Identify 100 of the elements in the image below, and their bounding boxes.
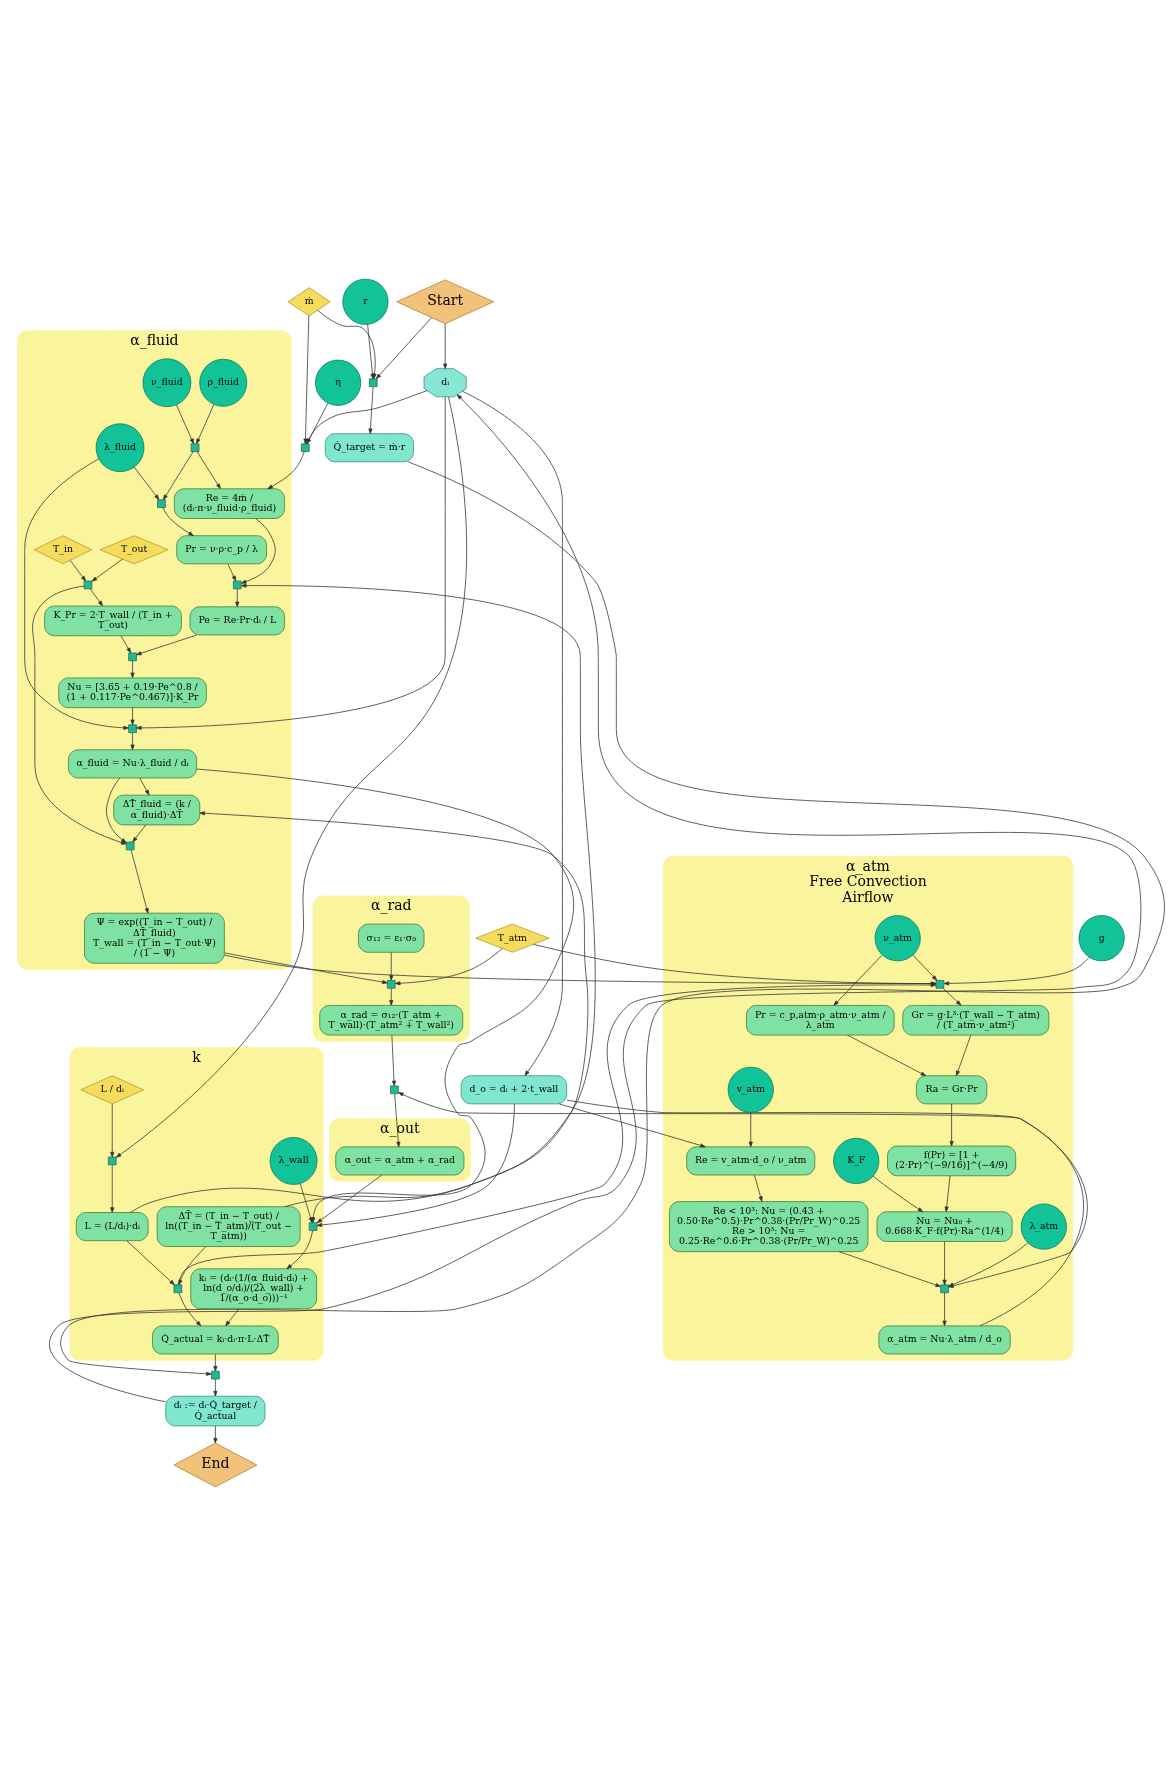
node-box: [232, 580, 242, 589]
arrow: [389, 951, 394, 981]
arrow: [126, 1239, 175, 1285]
node-diamond: End: [173, 1442, 258, 1487]
arrow: [196, 403, 215, 444]
node-box: [128, 723, 137, 733]
node-box: [107, 1156, 117, 1165]
node-diamond: L / dᵢ: [80, 1074, 144, 1104]
arrow: [912, 954, 938, 981]
node-circle: v_atm: [727, 1066, 774, 1113]
node-box: L = (L/dᵢ)·dᵢ: [75, 1211, 149, 1241]
node-diamond: T_out: [99, 534, 169, 564]
node-box: Gr = g·L³·(T_wall − T_atm) / (T_atm·ν_atm²): [902, 1004, 1050, 1035]
arrow: [368, 386, 374, 434]
node-box: Q̇_actual = kᵢ·dᵢ·π·L·ΔT̄: [152, 1325, 279, 1354]
arrow: [398, 1091, 1084, 1326]
arrow: [558, 1103, 706, 1147]
arrow: [872, 1175, 924, 1212]
arrow: [91, 558, 123, 582]
node-circle: ν_fluid: [142, 357, 192, 407]
node-box: Pe = Re·Pr·dᵢ / L: [189, 605, 285, 635]
arrow: [956, 1034, 972, 1076]
node-box: Nu = Nu₀ + 0.668·K_F·f(Pr)·Ra^(1/4): [876, 1210, 1013, 1242]
arrow: [303, 314, 310, 444]
arrow: [132, 824, 147, 842]
arrow: [394, 1093, 401, 1147]
node-box: [173, 1283, 183, 1293]
arrow: [130, 849, 149, 914]
arrow: [443, 322, 448, 369]
node-box: f(Pr) = [1 + (2·Pr)^(−9/16)]^(−4/9): [887, 1145, 1017, 1176]
node-box: ΔT̄_fluid = (k / α_fluid)·ΔT̄: [113, 794, 201, 825]
arrow: [943, 956, 1090, 985]
node-box: [190, 442, 200, 452]
node-circle: λ_fluid: [95, 422, 145, 472]
arrow: [462, 390, 563, 1076]
arrow: [395, 947, 503, 985]
node-diamond: Start: [396, 279, 494, 324]
node-box: Re < 10³: Nu = (0.43 + 0.50·Re^0.5)·Pr^0.38·(Pr/Pr_W)^0.25 Re > 10³: Nu = 0.25·Re^0.6·Pr^0.38·(Pr/Pr_W)^0.25: [669, 1200, 869, 1252]
node-box: [368, 377, 378, 387]
arrow: [949, 1103, 954, 1146]
arrow: [133, 466, 160, 500]
arrow: [754, 1174, 763, 1202]
arrow: [225, 1307, 240, 1326]
arrow: [24, 458, 129, 730]
arrow: [136, 634, 198, 655]
node-box: α_atm = Nu·λ_atm / d_o: [878, 1325, 1011, 1354]
node-box: σ₁₂ = ε₁·σ₀: [358, 923, 425, 953]
node-box: [125, 841, 135, 850]
node-circle: g: [1078, 914, 1125, 961]
arrow: [375, 317, 432, 379]
arrow: [162, 506, 194, 536]
arrow: [299, 1182, 313, 1223]
node-box: [940, 1283, 949, 1293]
arrow: [110, 1103, 115, 1157]
arrow: [838, 1250, 941, 1287]
arrow: [833, 954, 883, 1006]
node-box: Pr = c_p,atm·ρ_atm·ν_atm / λ_atm: [746, 1004, 895, 1035]
arrow: [316, 1103, 515, 1227]
arrow: [199, 810, 589, 1207]
arrow: [224, 952, 388, 984]
arrow: [163, 450, 194, 500]
arrow: [196, 450, 221, 489]
arrow: [942, 1240, 947, 1285]
node-box: [83, 580, 93, 589]
node-diamond: T_atm: [475, 923, 550, 953]
arrow: [139, 777, 150, 795]
node-box: [300, 442, 310, 452]
node-diamond: T_in: [33, 534, 92, 564]
arrow: [130, 706, 135, 725]
arrow: [942, 987, 962, 1006]
arrow: [235, 588, 240, 607]
arrow: [130, 659, 135, 678]
node-box: Re = 4ṁ / (dᵢ·π·ν_fluid·ρ_fluid): [173, 487, 285, 519]
arrow: [177, 982, 937, 1285]
arrow: [213, 1378, 218, 1396]
arrow: [120, 634, 132, 653]
node-box: α_fluid = Nu·λ_fluid / dᵢ: [68, 748, 197, 778]
node-box: K_Pr = 2·T_wall / (T_in + T_out): [44, 605, 182, 636]
node-circle: η: [315, 359, 362, 406]
arrow: [306, 389, 428, 444]
arrow: [533, 943, 937, 986]
node-box: dᵢ := dᵢ·Q̇_target / Q̇_actual: [165, 1395, 266, 1426]
node-box: d_o = dᵢ + 2·t_wall: [460, 1074, 568, 1104]
node-circle: λ_wall: [269, 1136, 318, 1185]
arrow: [129, 583, 596, 1213]
arrow: [136, 396, 446, 730]
node-box: [211, 1370, 220, 1379]
arrow: [89, 588, 103, 606]
arrow: [213, 1353, 218, 1371]
node-box: [308, 1221, 318, 1231]
arrow: [942, 1291, 947, 1326]
node-box: Nu = [3.65 + 0.19·Pe^0.8 / (1 + 0.117·Pe^0.467)]·K_Pr: [58, 677, 207, 708]
arrow: [69, 559, 86, 581]
arrow: [110, 1164, 115, 1213]
arrow: [227, 563, 237, 581]
node-circle: λ_atm: [1020, 1203, 1067, 1250]
arrow: [306, 402, 329, 444]
node-box: Ψ = exp((T_in − T_out) / ΔT̄_fluid) T_wall = (T_in − T_out·Ψ) / (1 − Ψ): [84, 912, 225, 964]
node-circle: r: [342, 278, 389, 325]
node-circle: ν_atm: [874, 914, 921, 961]
